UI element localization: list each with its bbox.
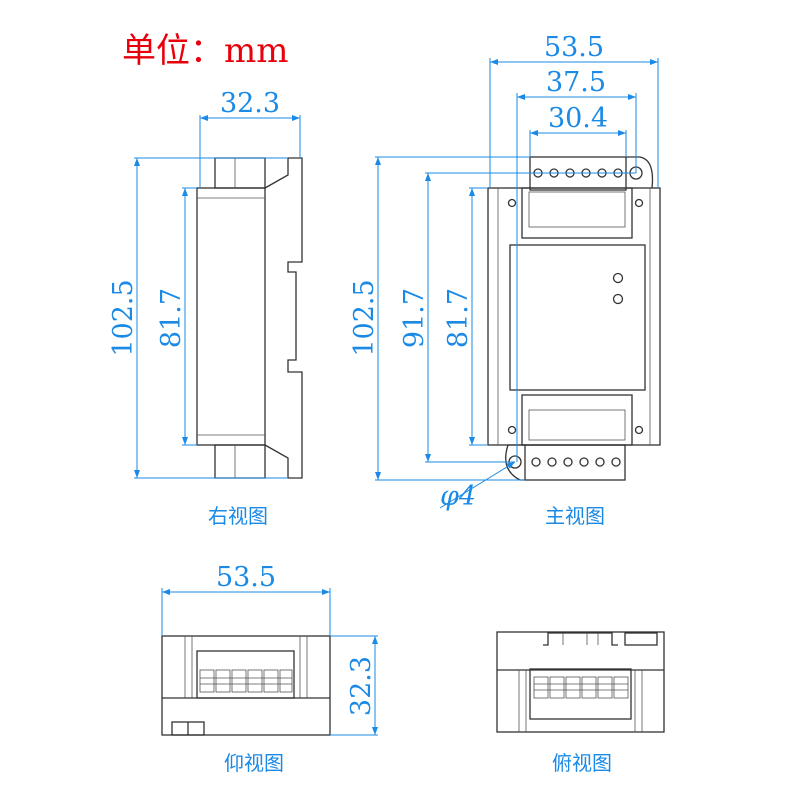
- front-view: [375, 58, 661, 509]
- front-height-total-dim: 102.5: [349, 279, 380, 356]
- bottom-width-dim: 53.5: [216, 562, 276, 593]
- right-view: [134, 115, 303, 479]
- right-height-body-dim: 81.7: [156, 288, 187, 348]
- right-view-label: 右视图: [208, 504, 268, 528]
- unit-title: 单位：mm: [122, 31, 288, 71]
- front-height-holes-dim: 91.7: [399, 288, 430, 348]
- front-height-body-dim: 81.7: [443, 288, 474, 348]
- top-view-label: 俯视图: [552, 751, 612, 775]
- front-width-holes-dim: 37.5: [546, 67, 606, 98]
- front-width-terminal-dim: 30.4: [548, 103, 608, 134]
- front-view-label: 主视图: [545, 504, 605, 528]
- bottom-depth-dim: 32.3: [346, 656, 377, 716]
- right-width-dim: 32.3: [220, 88, 280, 119]
- hole-diameter-dim: φ4: [440, 481, 476, 512]
- right-height-total-dim: 102.5: [108, 279, 139, 356]
- front-width-total-dim: 53.5: [544, 32, 604, 63]
- bottom-view-label: 仰视图: [224, 751, 284, 775]
- bottom-view: [161, 588, 378, 736]
- top-view: [496, 631, 665, 733]
